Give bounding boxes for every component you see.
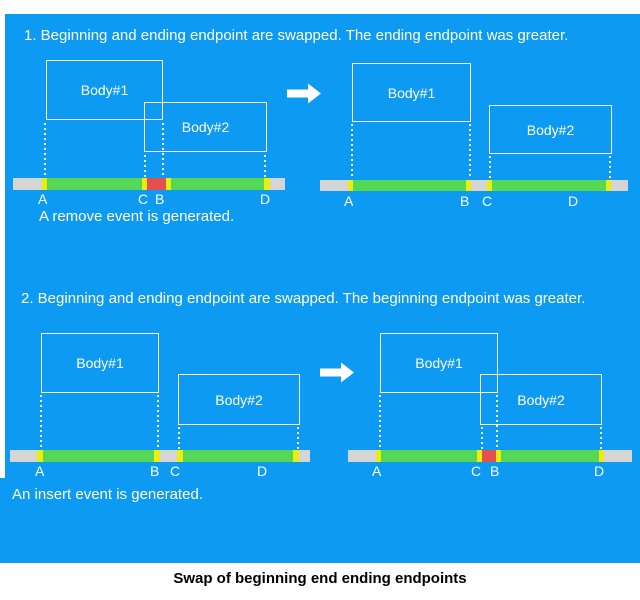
section2-note: An insert event is generated. bbox=[12, 486, 203, 503]
interval-segment bbox=[353, 180, 466, 191]
projection-dotted-line bbox=[162, 123, 164, 177]
axis-label: A bbox=[38, 191, 48, 207]
canvas-left-margin bbox=[0, 14, 5, 478]
axis-label: C bbox=[170, 463, 181, 479]
projection-dotted-line bbox=[469, 124, 471, 179]
endpoint-mark bbox=[42, 178, 47, 190]
axis-label: A bbox=[372, 463, 382, 479]
projection-dotted-line bbox=[609, 156, 611, 179]
endpoint-mark bbox=[487, 180, 492, 191]
section1-note: A remove event is generated. bbox=[39, 208, 235, 225]
axis-label: D bbox=[257, 463, 268, 479]
endpoint-mark bbox=[293, 450, 299, 462]
body1-box: Body#1 bbox=[380, 333, 498, 393]
projection-dotted-line bbox=[157, 395, 159, 449]
body2-box: Body#2 bbox=[178, 374, 300, 425]
endpoint-mark bbox=[142, 178, 147, 190]
projection-dotted-line bbox=[40, 395, 42, 449]
overlap-segment bbox=[482, 450, 496, 462]
projection-dotted-line bbox=[44, 123, 46, 177]
body1-label: Body#1 bbox=[415, 355, 463, 371]
body2-box: Body#2 bbox=[480, 374, 602, 425]
axis-label: D bbox=[594, 463, 605, 479]
endpoint-mark bbox=[154, 450, 160, 462]
section2-title: 2. Beginning and ending endpoint are swa… bbox=[21, 290, 586, 307]
endpoint-mark bbox=[177, 450, 183, 462]
endpoint-mark bbox=[477, 450, 482, 462]
axis-label: C bbox=[482, 193, 493, 209]
axis-label: D bbox=[260, 191, 271, 207]
overlap-segment bbox=[147, 178, 166, 190]
projection-dotted-line bbox=[496, 395, 498, 449]
axis-label: B bbox=[150, 463, 160, 479]
sweep-axis-bar bbox=[348, 450, 632, 462]
body2-label: Body#2 bbox=[181, 119, 230, 135]
sweep-axis-bar bbox=[320, 180, 628, 191]
arrow-right-icon bbox=[287, 83, 321, 104]
interval-segment bbox=[43, 450, 154, 462]
endpoint-mark bbox=[348, 180, 353, 191]
endpoint-mark bbox=[166, 178, 171, 190]
projection-dotted-line bbox=[489, 156, 491, 179]
projection-dotted-line bbox=[379, 395, 381, 449]
axis-label: B bbox=[155, 191, 165, 207]
body1-box: Body#1 bbox=[46, 60, 163, 120]
projection-dotted-line bbox=[481, 427, 483, 449]
axis-label: D bbox=[568, 193, 579, 209]
projection-dotted-line bbox=[600, 427, 602, 449]
projection-dotted-line bbox=[144, 155, 146, 177]
body1-label: Body#1 bbox=[76, 355, 124, 371]
body2-box: Body#2 bbox=[489, 105, 612, 154]
body2-label: Body#2 bbox=[215, 391, 263, 408]
axis-label: A bbox=[35, 463, 45, 479]
axis-label: C bbox=[138, 191, 149, 207]
projection-dotted-line bbox=[297, 427, 299, 449]
projection-dotted-line bbox=[178, 427, 180, 449]
body1-box: Body#1 bbox=[352, 63, 471, 122]
interval-segment bbox=[183, 450, 293, 462]
body2-label: Body#2 bbox=[526, 121, 575, 138]
axis-label: B bbox=[490, 463, 500, 479]
endpoint-mark bbox=[606, 180, 611, 191]
body1-box: Body#1 bbox=[41, 333, 159, 393]
body1-label: Body#1 bbox=[387, 84, 436, 101]
body2-label: Body#2 bbox=[517, 391, 565, 408]
axis-label: C bbox=[471, 463, 482, 479]
endpoint-mark bbox=[496, 450, 501, 462]
body2-box: Body#2 bbox=[144, 102, 267, 152]
projection-dotted-line bbox=[351, 124, 353, 179]
endpoint-mark bbox=[264, 178, 270, 190]
projection-dotted-line bbox=[264, 155, 266, 177]
arrow-right-icon bbox=[320, 362, 354, 383]
endpoint-mark bbox=[376, 450, 381, 462]
sweep-axis-bar bbox=[13, 178, 285, 190]
endpoint-mark bbox=[599, 450, 604, 462]
image-caption: Swap of beginning end ending endpoints bbox=[173, 570, 467, 587]
endpoint-mark bbox=[466, 180, 471, 191]
body1-label: Body#1 bbox=[80, 82, 129, 98]
endpoint-mark bbox=[37, 450, 43, 462]
axis-label: B bbox=[460, 193, 470, 209]
section1-title: 1. Beginning and ending endpoint are swa… bbox=[24, 27, 569, 44]
interval-segment bbox=[492, 180, 606, 191]
sweep-axis-bar bbox=[10, 450, 310, 462]
axis-label: A bbox=[344, 193, 354, 209]
